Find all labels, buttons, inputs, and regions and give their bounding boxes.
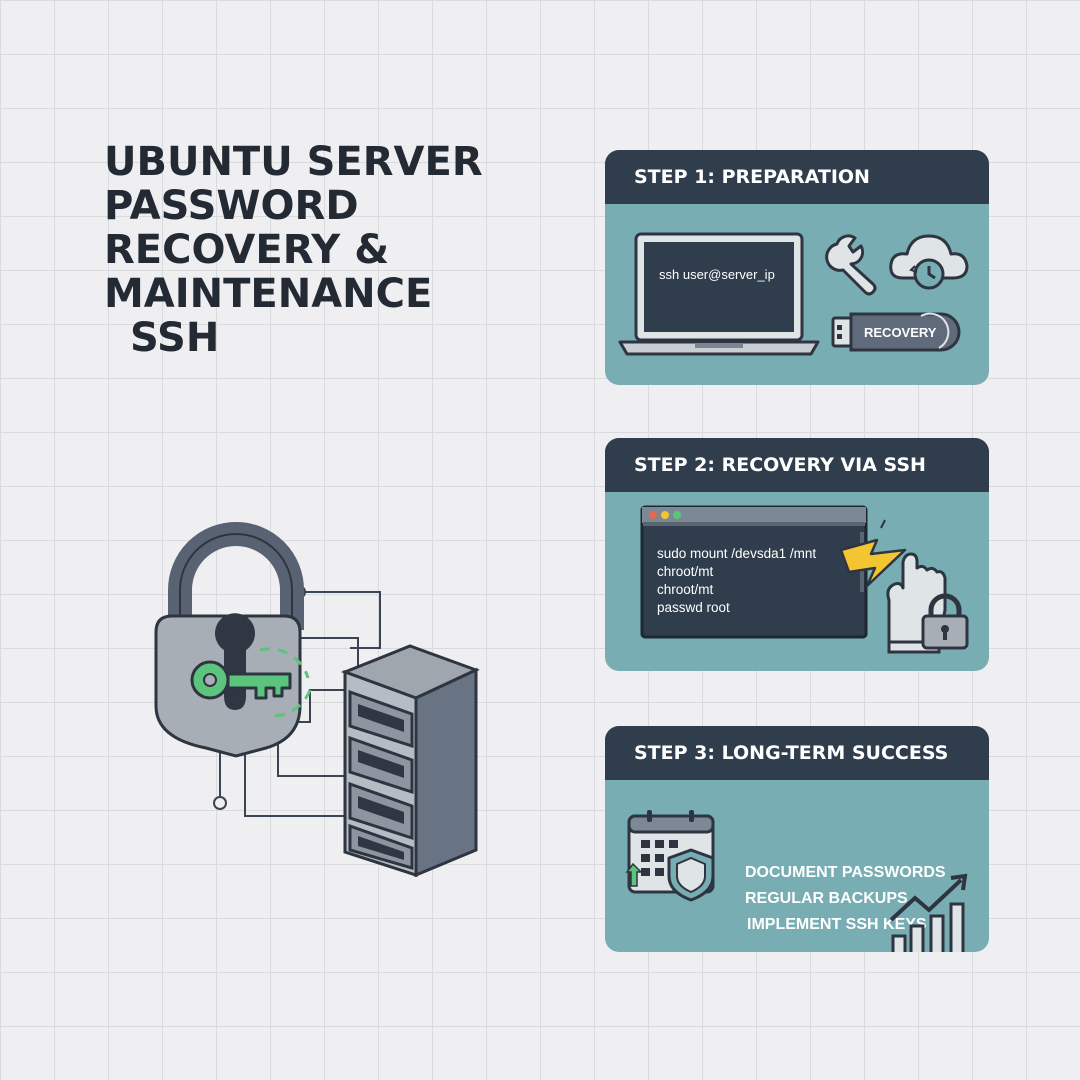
padlock-icon (154, 522, 304, 758)
cloud-backup-icon (889, 234, 969, 290)
laptop-terminal-text: ssh user@server_ip (659, 267, 775, 282)
lightning-icon (839, 519, 907, 588)
title-line-1: UBUNTU SERVER (104, 139, 483, 185)
laptop-icon (618, 232, 820, 356)
calendar-shield-icon (625, 810, 715, 902)
title-line-4: MAINTENANCE (104, 271, 433, 317)
success-item-2: REGULAR BACKUPS (745, 890, 908, 907)
step-2-body: sudo mount /devsda1 /mnt chroot/mt chroo… (605, 492, 989, 671)
terminal-window-icon (640, 505, 868, 639)
page-title: UBUNTU SERVER PASSWORD RECOVERY & MAINTE… (104, 140, 483, 360)
success-item-1: DOCUMENT PASSWORDS (745, 864, 946, 881)
step-3-body: DOCUMENT PASSWORDS REGULAR BACKUPS IMPLE… (605, 780, 989, 952)
title-line-2: PASSWORD (104, 183, 359, 229)
command-line-1: sudo mount /devsda1 /mnt (657, 546, 816, 561)
step-2-header: STEP 2: RECOVERY VIA SSH (605, 438, 989, 492)
key-icon (190, 647, 312, 718)
padlock-icon (921, 593, 969, 650)
step-1-card: STEP 1: PREPARATION ssh user@server_ip (605, 150, 989, 385)
step-3-header: STEP 3: LONG-TERM SUCCESS (605, 726, 989, 780)
step-1-body: ssh user@server_ip RECOVERY (605, 204, 989, 385)
usb-drive-icon (831, 312, 961, 352)
lock-server-illustration (140, 520, 500, 895)
step-2-card: STEP 2: RECOVERY VIA SSH sudo mount /dev… (605, 438, 989, 671)
title-line-3: RECOVERY & (104, 227, 390, 273)
growth-chart-icon (889, 873, 968, 952)
success-item-3: IMPLEMENT SSH KEYS (747, 916, 927, 933)
wrench-icon (825, 234, 877, 296)
title-line-5: SSH (130, 315, 220, 361)
command-line-2: chroot/mt (657, 564, 714, 579)
server-rack-icon (340, 644, 480, 878)
usb-label: RECOVERY (864, 325, 937, 340)
command-line-3: chroot/mt (657, 582, 714, 597)
command-line-4: passwd root (657, 600, 730, 615)
step-3-card: STEP 3: LONG-TERM SUCCESS DOCUMEN (605, 726, 989, 952)
step-1-header: STEP 1: PREPARATION (605, 150, 989, 204)
